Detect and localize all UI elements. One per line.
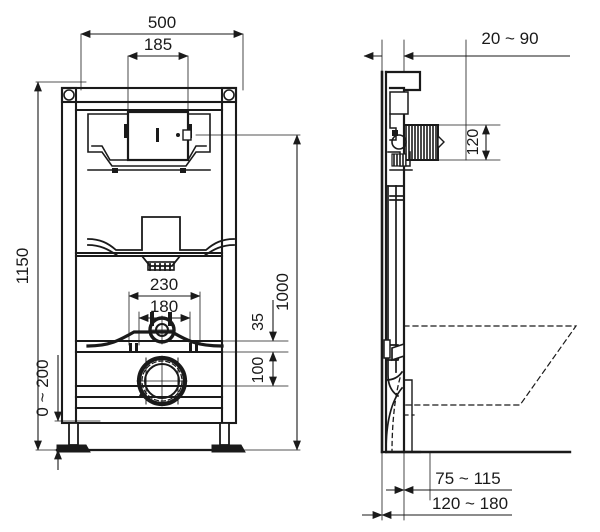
- side-internal-mechanism: [387, 91, 413, 171]
- front-elevation-view: [35, 33, 301, 453]
- dim-label-35: 35: [250, 313, 267, 331]
- dim-label-185: 185: [144, 35, 172, 54]
- outlet-centre-line: [391, 377, 401, 453]
- side-dimension-lines: [362, 52, 570, 519]
- dim-label-1150: 1150: [13, 248, 32, 285]
- dim-label-0-200: 0 ~ 200: [33, 359, 52, 416]
- frame-corner-fixings: [63, 89, 235, 101]
- side-section-view: [380, 39, 578, 521]
- frame-structure: [60, 86, 238, 425]
- dim-label-500: 500: [148, 13, 176, 32]
- dim-label-180: 180: [150, 297, 178, 316]
- dim-label-100: 100: [250, 357, 267, 384]
- front-dimension-lines: [34, 30, 301, 470]
- wc-pan-outline: [87, 216, 235, 271]
- dim-label-1000: 1000: [273, 273, 292, 311]
- dim-label-230: 230: [150, 275, 178, 294]
- dim-label-120: 120: [465, 129, 482, 156]
- side-outlet-elbow: [383, 339, 413, 453]
- wc-bowl-silhouette: [403, 325, 578, 416]
- flush-plate-opening: [124, 110, 192, 162]
- dim-label-75-115: 75 ~ 115: [435, 469, 500, 488]
- dim-label-20-90: 20 ~ 90: [481, 29, 538, 48]
- dim-label-120-180: 120 ~ 180: [432, 494, 508, 513]
- soil-outlet-connection: [136, 355, 188, 407]
- frame-feet: [55, 422, 246, 453]
